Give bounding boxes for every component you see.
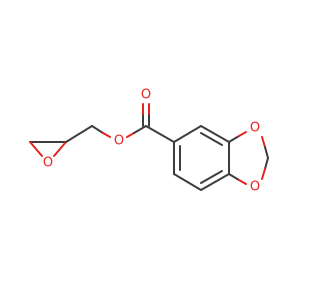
bond-dioxole-ch2-top <box>264 146 269 159</box>
bond-ring-inner-2 <box>200 170 223 184</box>
bond-ring-d <box>200 173 230 191</box>
bond-dioxole-o-ch2-bottom <box>261 168 266 180</box>
atom-o-ester: O <box>114 134 124 149</box>
bond-epoxide-ch2 <box>65 125 93 143</box>
bond-dioxole-o-ch2-top <box>261 136 266 148</box>
bond-oester-carbonyl-c <box>133 125 147 134</box>
bond-ring-inner-1 <box>200 132 223 146</box>
bond-ring-a <box>173 125 202 143</box>
bond-ch2-oester-o <box>102 132 111 138</box>
bond-oester-carbonyl-o <box>126 132 135 138</box>
bond-dioxole-ch2-bottom <box>264 157 269 170</box>
atom-o-carbonyl: O <box>141 88 151 103</box>
bond-dioxole-top-o <box>238 131 247 137</box>
bond-epoxide-c1-o <box>29 141 43 157</box>
bond-epoxide-c2-o <box>53 141 67 157</box>
bond-dioxole-bottom-o <box>238 179 247 185</box>
atom-o-epoxide: O <box>43 156 53 171</box>
atom-o-dioxole-bottom: O <box>250 180 260 195</box>
bond-ch2-oester-c <box>91 125 104 134</box>
bond-ring-b <box>200 125 230 143</box>
structure-diagram: O O O O O <box>0 0 300 300</box>
bond-dioxole-top-c <box>228 135 240 143</box>
bond-carbonyl-ring <box>145 125 175 143</box>
background <box>0 0 300 300</box>
bond-ring-e <box>173 173 202 191</box>
atom-o-dioxole-top: O <box>250 121 260 136</box>
bond-dioxole-bottom-c <box>228 173 240 181</box>
